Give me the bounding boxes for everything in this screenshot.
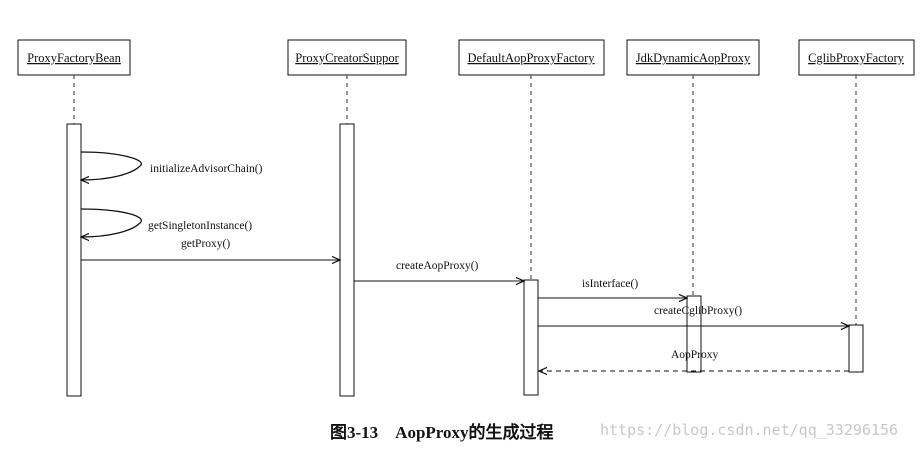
message-label: AopProxy [671,349,719,361]
activation-bar [848,324,864,373]
participant-defaultaopproxyfactory: DefaultAopProxyFactory [458,39,605,396]
participant-label: CglibProxyFactory [808,51,905,65]
participant-label: ProxyCreatorSuppor [295,51,399,65]
participant-box [287,39,407,76]
activation-bar [66,123,82,397]
participant-box [458,39,605,76]
participant-label: ProxyFactoryBean [27,51,121,65]
activation-bar [523,279,539,396]
participant-proxycreatorsuppor: ProxyCreatorSuppor [287,39,407,397]
participant-label: DefaultAopProxyFactory [467,51,595,65]
message-label: getProxy() [181,238,230,250]
message-label: isInterface() [582,278,638,290]
message-getsingletoninstance: getSingletonInstance() [81,208,252,237]
message-label: createAopProxy() [396,260,479,272]
message-label: createCglibProxy() [654,305,742,317]
message-initializeadvisorchain: initializeAdvisorChain() [81,151,263,180]
message-label: initializeAdvisorChain() [150,163,263,175]
participant-proxyfactorybean: ProxyFactoryBean [17,39,131,397]
message-createaopproxy: createAopProxy() [354,260,524,281]
participant-jdkdynamicaopproxy: JdkDynamicAopProxy [626,39,760,373]
message-isinterface: isInterface() [538,278,687,298]
activation-bar [339,123,355,397]
message-createcglibproxy: createCglibProxy() [538,305,849,326]
participant-cglibproxyfactory: CglibProxyFactory [798,39,915,373]
message-label: getSingletonInstance() [148,220,252,232]
participant-label: JdkDynamicAopProxy [636,51,751,65]
participant-box [17,39,131,76]
figure-caption: 图3-13 AopProxy的生成过程 [330,423,554,442]
self-call-arrow [81,151,143,180]
diagram-canvas: ProxyFactoryBean ProxyCreatorSuppor Defa… [17,39,915,397]
participant-box [626,39,760,76]
participant-box [798,39,915,76]
activation-bar [686,295,702,373]
watermark-url: https://blog.csdn.net/qq_33296156 [600,421,899,439]
self-call-arrow [81,208,143,237]
message-getproxy: getProxy() [81,238,340,260]
message-aopproxy-return: AopProxy [539,349,849,371]
